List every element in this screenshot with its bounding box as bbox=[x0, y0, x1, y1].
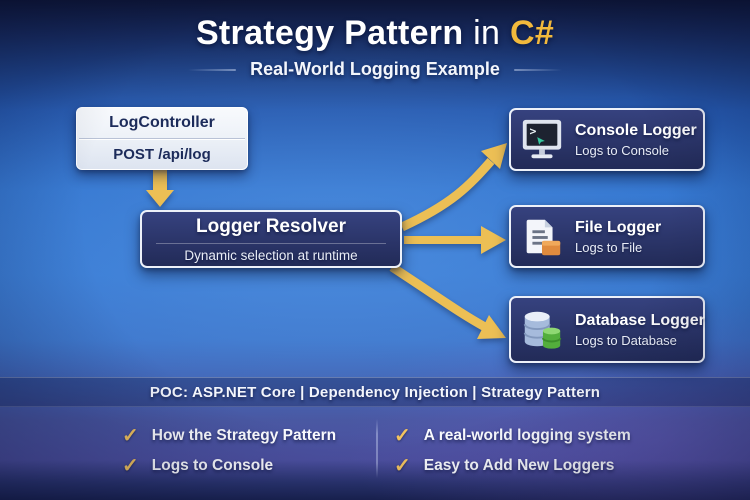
title-accent: C# bbox=[509, 14, 555, 52]
subtitle-row: Real-World Logging Example bbox=[0, 59, 750, 80]
logger-resolver-divider bbox=[156, 243, 386, 244]
poc-text: POC: ASP.NET Core | Dependency Injection… bbox=[149, 383, 601, 401]
file-logger-box: File Logger Logs to File bbox=[509, 205, 705, 268]
log-controller-endpoint: POST /api/log bbox=[113, 145, 211, 163]
checklist-left: ✓ How the Strategy Pattern ✓ Logs to Con… bbox=[122, 421, 336, 481]
database-cylinders-icon bbox=[523, 311, 562, 349]
check-icon: ✓ bbox=[394, 455, 411, 477]
page-subtitle: Real-World Logging Example bbox=[250, 59, 500, 79]
arrow-controller-to-resolver bbox=[146, 170, 174, 207]
check-label: How the Strategy Pattern bbox=[151, 427, 337, 444]
file-logger-title: File Logger bbox=[575, 218, 662, 236]
log-controller-title: LogController bbox=[109, 113, 215, 131]
log-controller-box: LogController POST /api/log bbox=[76, 107, 248, 170]
console-logger-title: Console Logger bbox=[575, 121, 697, 139]
log-controller-divider bbox=[79, 137, 245, 140]
subtitle-right-rule bbox=[513, 68, 562, 71]
poc-band: POC: ASP.NET Core | Dependency Injection… bbox=[0, 377, 750, 407]
logger-resolver-title: Logger Resolver bbox=[196, 216, 346, 237]
title-connector: in bbox=[473, 14, 501, 52]
console-monitor-icon: > bbox=[522, 119, 562, 158]
arrow-resolver-to-console bbox=[400, 143, 507, 232]
check-label: A real-world logging system bbox=[423, 427, 631, 444]
database-logger-subtitle: Logs to Database bbox=[575, 332, 677, 348]
check-label: Easy to Add New Loggers bbox=[423, 457, 615, 474]
checklist-right: ✓ A real-world logging system ✓ Easy to … bbox=[394, 421, 631, 481]
console-logger-box: > Console Logger Logs to Console bbox=[509, 108, 705, 171]
console-cursor-icon bbox=[537, 136, 545, 145]
logger-resolver-subtitle: Dynamic selection at runtime bbox=[184, 248, 358, 263]
check-icon: ✓ bbox=[122, 455, 139, 477]
list-item: ✓ Logs to Console bbox=[122, 451, 336, 481]
file-logger-subtitle: Logs to File bbox=[575, 239, 643, 255]
list-item: ✓ A real-world logging system bbox=[394, 421, 631, 451]
file-folder-icon bbox=[526, 219, 561, 255]
page-title: Strategy Pattern in C# bbox=[0, 14, 750, 53]
title-main: Strategy Pattern bbox=[195, 14, 464, 52]
database-logger-box: Database Logger Logs to Database bbox=[509, 296, 705, 363]
checklist-divider bbox=[376, 419, 378, 478]
logger-resolver-box: Logger Resolver Dynamic selection at run… bbox=[140, 210, 402, 268]
list-item: ✓ Easy to Add New Loggers bbox=[394, 451, 631, 481]
arrow-resolver-to-file bbox=[404, 226, 506, 254]
console-logger-subtitle: Logs to Console bbox=[575, 142, 669, 158]
check-icon: ✓ bbox=[122, 425, 139, 447]
console-prompt-glyph: > bbox=[530, 124, 537, 138]
subtitle-left-rule bbox=[188, 68, 237, 71]
check-icon: ✓ bbox=[394, 425, 411, 447]
database-logger-title: Database Logger bbox=[575, 311, 705, 329]
check-label: Logs to Console bbox=[151, 457, 274, 474]
arrow-resolver-to-database bbox=[389, 263, 506, 339]
list-item: ✓ How the Strategy Pattern bbox=[122, 421, 336, 451]
